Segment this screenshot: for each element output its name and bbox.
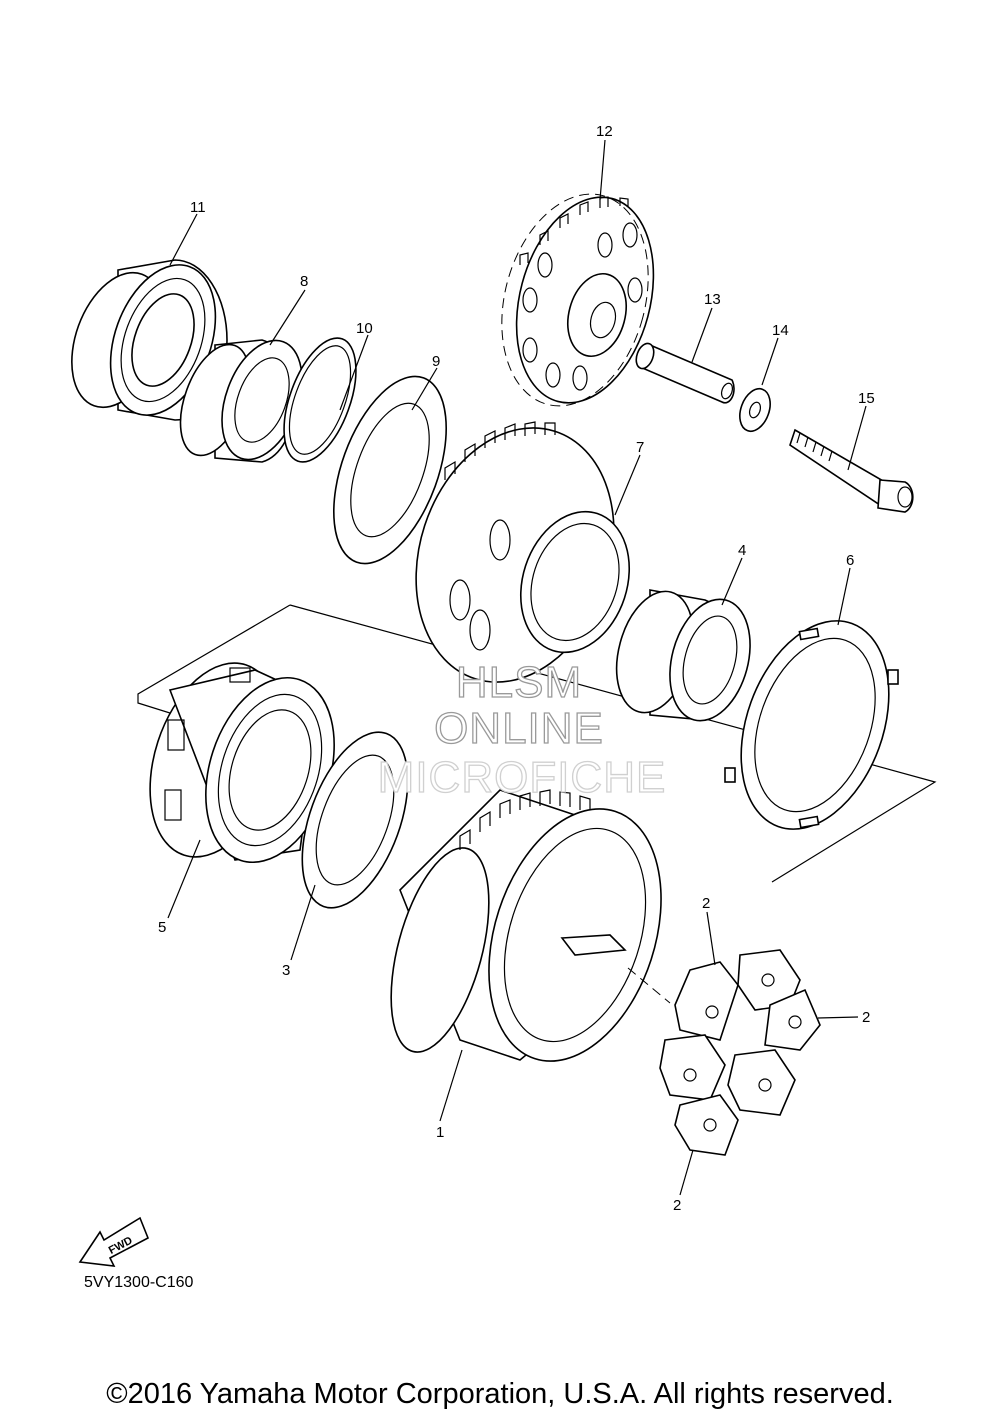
copyright-notice: ©2016 Yamaha Motor Corporation, U.S.A. A… [106, 1378, 894, 1410]
part-10-ring [283, 337, 357, 463]
part-6-plate [724, 620, 899, 830]
part-1-clutch-drum [390, 789, 662, 1062]
callout-11: 11 [190, 199, 206, 216]
fwd-arrow-icon: FWD [78, 1216, 150, 1267]
part-12-gear [501, 193, 655, 407]
part-11-bearing [71, 259, 228, 421]
part-3-washer [301, 731, 409, 909]
part-15-bolt [789, 428, 914, 513]
callout-12: 12 [596, 123, 613, 140]
part-9-washer [333, 375, 447, 565]
watermark-line-2: ONLINE [434, 704, 604, 753]
callout-3: 3 [282, 962, 290, 979]
callout-4: 4 [738, 542, 746, 559]
watermark: HLSM ONLINE MICROFICHE [377, 657, 667, 802]
part-2-dampers [659, 949, 821, 1156]
leader-lines [167, 139, 867, 1196]
part-5-one-way-clutch [149, 662, 335, 864]
callout-9: 9 [432, 353, 440, 370]
watermark-line-1: HLSM [456, 658, 582, 707]
part-14-washer [739, 387, 771, 433]
diagram-code: 5VY1300-C160 [84, 1274, 194, 1291]
callout-2-top: 2 [702, 895, 710, 912]
callout-14: 14 [772, 322, 789, 339]
callout-8: 8 [300, 273, 308, 290]
callout-1: 1 [436, 1124, 444, 1141]
part-4-bushing [615, 589, 751, 722]
callout-2-right: 2 [862, 1009, 870, 1026]
callout-7: 7 [636, 439, 644, 456]
callout-5: 5 [158, 919, 166, 936]
callout-10: 10 [356, 320, 373, 337]
part-7-gear-housing [415, 421, 631, 683]
part-13-shaft [635, 342, 735, 404]
watermark-line-3: MICROFICHE [378, 753, 667, 802]
callout-6: 6 [846, 552, 854, 569]
callout-13: 13 [704, 291, 721, 308]
part-callouts: 11 8 10 9 12 13 14 15 7 4 6 5 3 1 2 2 2 [158, 123, 875, 1214]
callout-2-bottom: 2 [673, 1197, 681, 1214]
callout-15: 15 [858, 390, 875, 407]
